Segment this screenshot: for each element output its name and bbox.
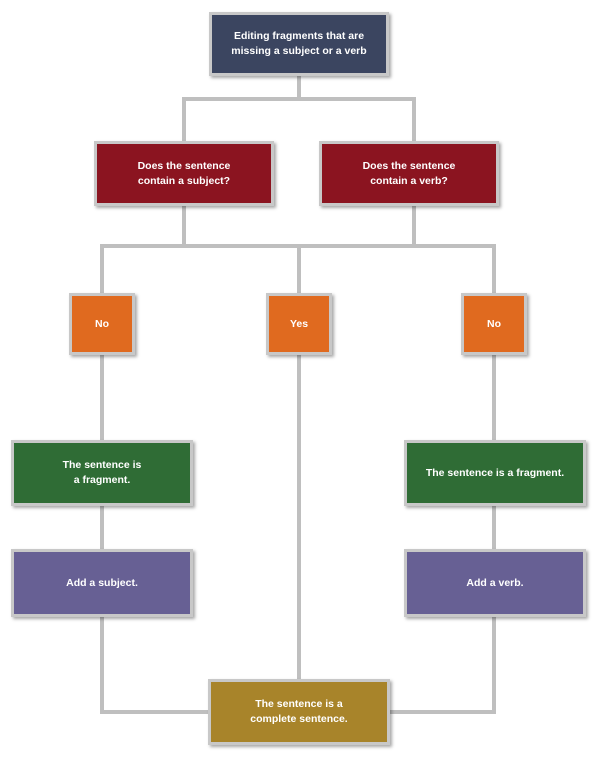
complete-sentence-label: The sentence is a complete sentence. <box>250 698 348 725</box>
answer-yes-label: Yes <box>289 317 309 330</box>
answer-no-left-label: No <box>95 317 109 330</box>
answer-no-right-label: No <box>487 317 501 330</box>
connector-verb-merge <box>388 615 496 714</box>
add-verb-node: Add a verb. <box>404 549 586 617</box>
fragment-right-node: The sentence is a fragment. <box>404 440 586 506</box>
add-subject-node: Add a subject. <box>11 549 193 617</box>
answer-no-right-node: No <box>461 293 527 355</box>
connector-answer-branch <box>100 244 496 295</box>
root-node-label: Editing fragments that are missing a sub… <box>231 30 367 57</box>
question-verb-label: Does the sentence contain a verb? <box>362 159 456 187</box>
fragment-left-node: The sentence is a fragment. <box>11 440 193 506</box>
add-verb-label: Add a verb. <box>466 576 524 589</box>
answer-no-left-node: No <box>69 293 135 355</box>
connector-root-branch <box>182 97 416 143</box>
add-subject-label: Add a subject. <box>66 576 138 589</box>
question-subject-node: Does the sentence contain a subject? <box>94 141 274 206</box>
fragment-right-label: The sentence is a fragment. <box>425 466 565 479</box>
answer-yes-node: Yes <box>266 293 332 355</box>
complete-sentence-node: The sentence is a complete sentence. <box>208 679 390 745</box>
question-verb-node: Does the sentence contain a verb? <box>319 141 499 206</box>
fragment-left-label: The sentence is a fragment. <box>62 459 142 486</box>
question-subject-label: Does the sentence contain a subject? <box>137 159 231 187</box>
connector-questions-merge <box>182 204 416 246</box>
root-node: Editing fragments that are missing a sub… <box>209 12 389 76</box>
connector-subject-merge <box>100 615 210 714</box>
